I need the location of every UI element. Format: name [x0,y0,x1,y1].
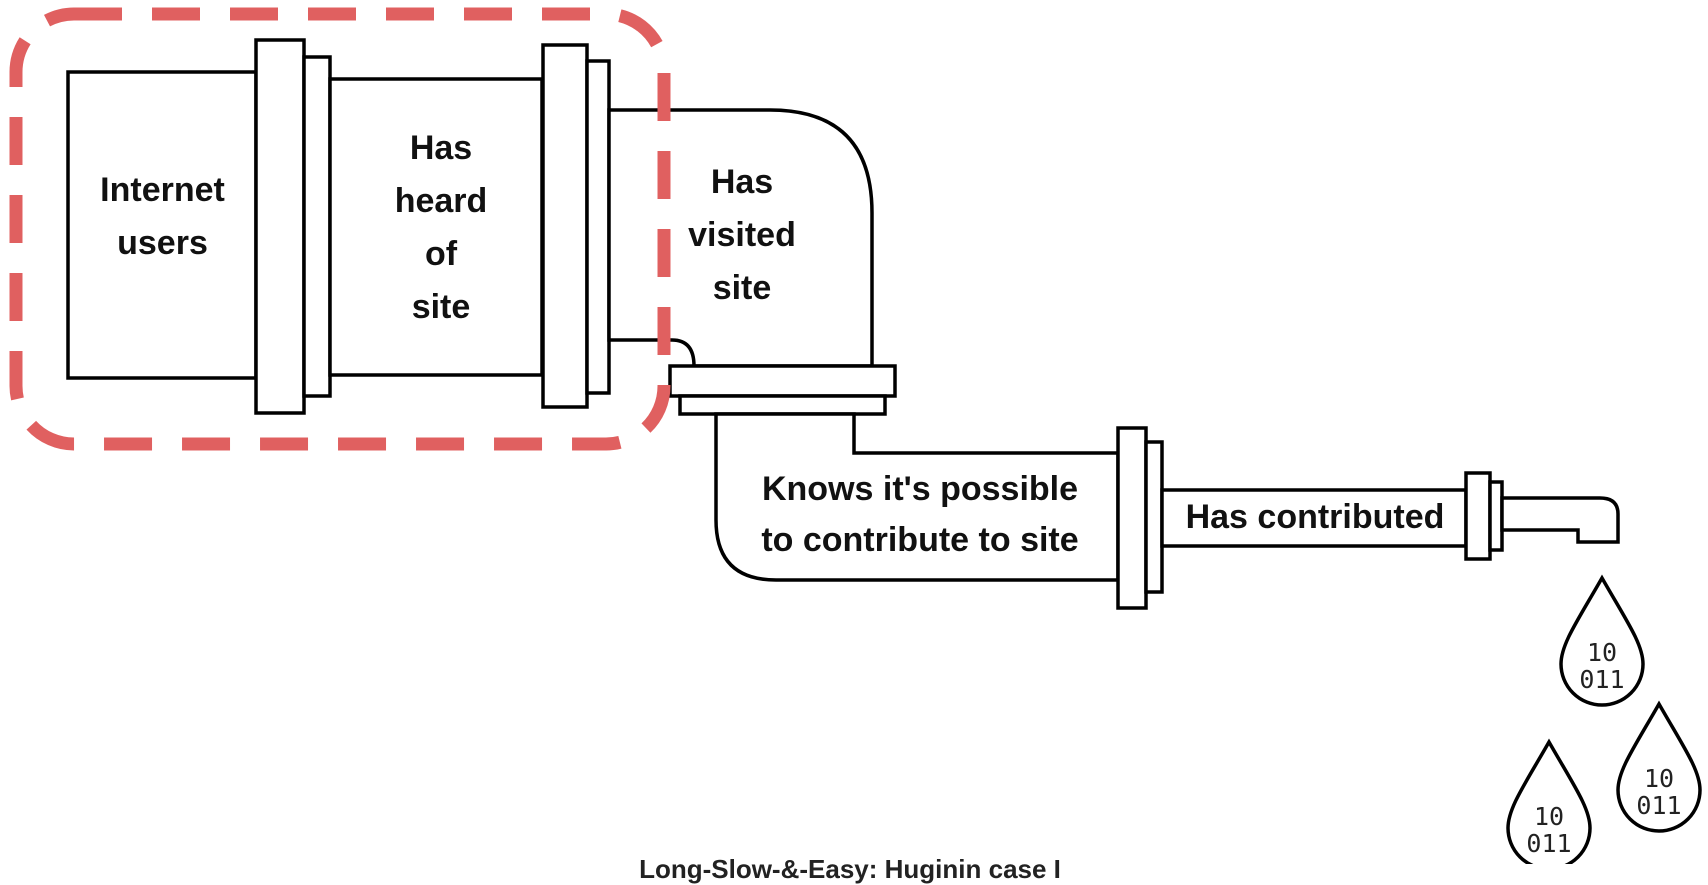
stage-label-internet-users: Internet users [100,171,225,262]
svg-text:10: 10 [1587,638,1617,667]
stage-label-visited-site: Has visited site [688,163,796,307]
internet-users-pipe [66,70,258,380]
participation-pipeline-diagram: 10 011 10 011 10 011 [9,7,1702,864]
svg-text:011: 011 [1636,791,1681,820]
svg-text:10: 10 [1534,802,1564,831]
flange-2-ring [585,59,611,395]
flange-2 [541,43,589,409]
spout [1500,496,1620,544]
data-drop-3: 10 011 [1506,738,1592,864]
svg-text:10: 10 [1644,764,1674,793]
elbow-coupling-bottom [678,394,887,416]
stage-label-heard-of-site: Has heard of site [394,129,488,326]
data-drop-2: 10 011 [1616,700,1702,833]
heard-of-site-pipe [328,77,544,377]
data-drop-1: 10 011 [1559,574,1645,707]
flange-1-ring [302,55,332,398]
flange-1 [254,38,306,415]
stage-label-contributed: Has contributed [1185,498,1445,536]
visited-site-elbow [607,108,874,368]
highlight-dashed-box [9,7,671,451]
elbow-coupling-top [668,364,897,398]
flange-3-ring [1144,440,1164,594]
svg-text:011: 011 [1579,665,1624,694]
stage-label-knows-possible: Knows it's possible to contribute to sit… [761,470,1079,559]
flange-3 [1116,426,1148,610]
svg-text:011: 011 [1526,829,1571,858]
diagram-caption: Long-Slow-&-Easy: Huginin case I [639,854,1061,884]
flange-4 [1464,471,1492,561]
flange-4-ring [1488,480,1504,552]
